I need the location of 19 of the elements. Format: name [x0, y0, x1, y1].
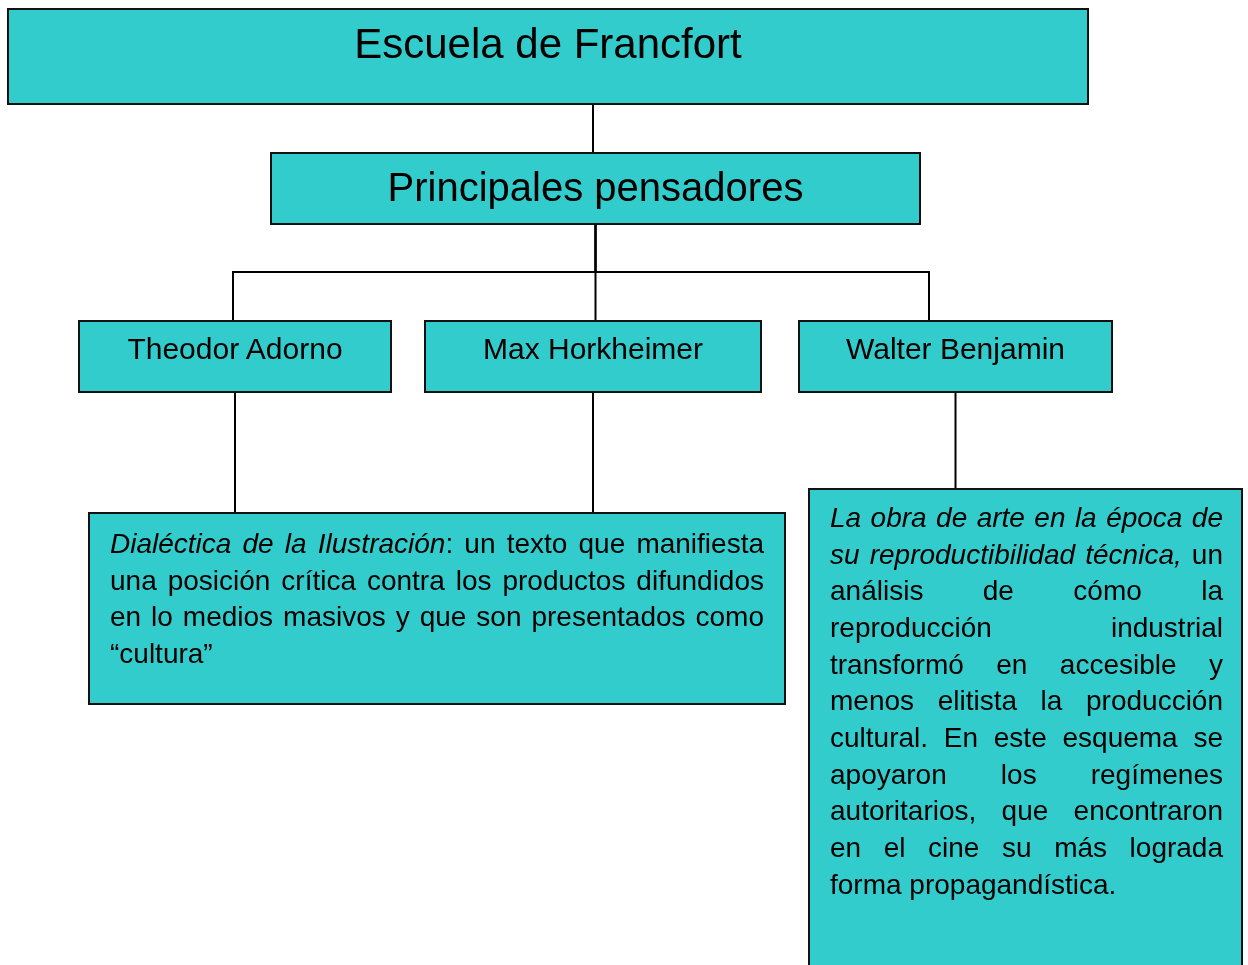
node-label: Escuela de Francfort — [353, 20, 743, 69]
thinker-box — [424, 320, 762, 393]
connector-line — [592, 392, 594, 513]
node-label: Principales pensadores — [386, 164, 805, 210]
node-label: Max Horkheimer — [481, 332, 705, 367]
description-text: La obra de arte en la época de su reproductibilidad técnica, un análisis de cómo la reproducción industrial transformó en accesible y menos elitista la producción cultural. En este esquema se apoyaron los regímenes autoritarios, que encontraron en el cine su más lograda forma propagandística. — [830, 501, 1223, 902]
description-box — [88, 512, 786, 705]
connector-line — [592, 104, 594, 153]
connector-line — [594, 224, 930, 321]
thinker-box — [78, 320, 392, 393]
heading-box — [270, 152, 921, 225]
node-label: Walter Benjamin — [845, 332, 1066, 367]
connector-line — [234, 392, 236, 513]
description-text: Dialéctica de la Ilustración: un texto que manifiesta una posición crítica contra los productos difundidos en lo medios masivos y que son presentados como “cultura” — [110, 527, 764, 671]
thinker-box — [798, 320, 1113, 393]
connector-line — [954, 392, 957, 489]
title-box — [7, 8, 1089, 105]
description-box — [808, 488, 1243, 965]
node-label: Theodor Adorno — [126, 332, 344, 367]
